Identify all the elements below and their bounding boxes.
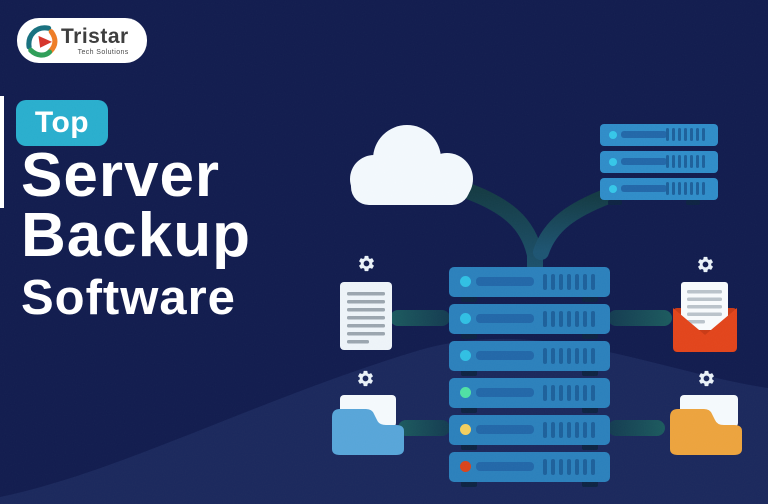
drive-slot: [476, 425, 534, 434]
server-unit: [449, 415, 610, 445]
cloud-icon: [350, 125, 473, 205]
gear-icon-top-right: [698, 256, 713, 273]
drive-slot: [476, 388, 534, 397]
envelope-icon: [673, 282, 737, 352]
drive-slot: [621, 158, 667, 165]
status-led: [460, 424, 471, 435]
drive-slot: [476, 277, 534, 286]
cable-connector-right-mid: [608, 310, 672, 326]
drive-slot: [621, 185, 667, 192]
drive-slot: [476, 314, 534, 323]
server-unit: [449, 378, 610, 408]
title-line-1: Server: [21, 141, 221, 210]
server-unit: [600, 178, 718, 200]
page-title: Server Backup Software: [21, 141, 251, 325]
server-unit: [449, 341, 610, 371]
status-led: [460, 461, 471, 472]
status-led: [609, 185, 617, 193]
vent-grill: [543, 385, 595, 401]
vent-grill: [543, 422, 595, 438]
status-led: [609, 131, 617, 139]
drive-slot: [476, 462, 534, 471]
server-unit: [449, 267, 610, 297]
brand-text-block: Tristar Tech Solutions: [61, 26, 129, 56]
server-unit: [449, 452, 610, 482]
server-unit: [449, 304, 610, 334]
status-led: [460, 276, 471, 287]
document-icon: [340, 282, 392, 350]
mini-server-stack: [600, 124, 718, 206]
cable-connector-right-bottom: [608, 420, 665, 436]
brand-name: Tristar: [61, 24, 129, 48]
drive-slot: [621, 131, 667, 138]
title-line-3: Software: [21, 271, 236, 325]
status-led: [609, 158, 617, 166]
gear-icon-bottom-right: [699, 370, 714, 387]
gear-icon-bottom-left: [358, 370, 373, 387]
server-rack: [449, 267, 610, 489]
folder-icon-left: [332, 395, 404, 455]
drive-slot: [476, 351, 534, 360]
rack-foot: [686, 200, 700, 205]
rack-foot: [608, 200, 622, 205]
vent-grill: [543, 274, 595, 290]
status-led: [460, 387, 471, 398]
tristar-logo-icon: [26, 24, 58, 58]
vent-grill: [666, 182, 705, 195]
server-unit: [600, 151, 718, 173]
brand-logo: Tristar Tech Solutions: [17, 18, 147, 63]
top-badge: Top: [16, 100, 108, 146]
status-led: [460, 313, 471, 324]
vent-grill: [666, 128, 705, 141]
cable-connector-left-mid: [390, 310, 450, 326]
vent-grill: [666, 155, 705, 168]
vent-grill: [543, 459, 595, 475]
brand-tagline: Tech Solutions: [77, 48, 129, 56]
vent-grill: [543, 311, 595, 327]
left-accent-line: [0, 96, 4, 208]
folder-icon-right: [670, 395, 742, 455]
gear-icon-top-left: [359, 255, 374, 272]
title-line-2: Backup: [21, 201, 251, 270]
top-badge-label: Top: [34, 106, 90, 139]
vent-grill: [543, 348, 595, 364]
status-led: [460, 350, 471, 361]
cable-connector-left-bottom: [398, 420, 450, 436]
server-unit: [600, 124, 718, 146]
